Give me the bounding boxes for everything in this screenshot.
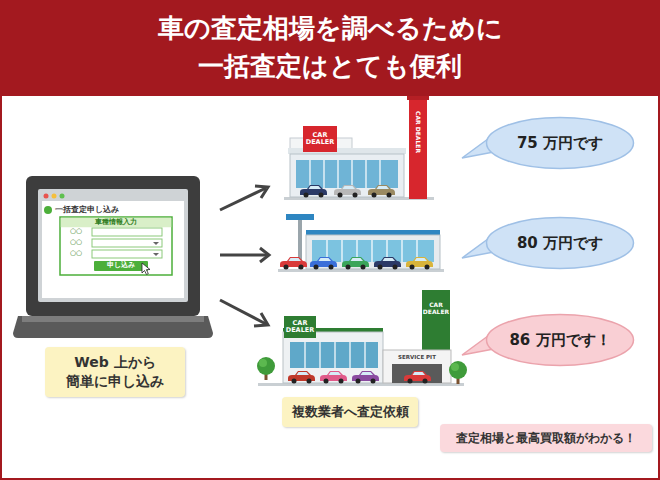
roof-band	[306, 230, 440, 235]
car	[352, 371, 379, 384]
speech-bubble: 80 万円です	[485, 216, 635, 270]
form-bullet	[44, 206, 52, 214]
price-text: 80 万円です	[517, 233, 603, 253]
button-text: 申し込み	[107, 262, 135, 270]
speech-bubble: 75 万円です	[485, 116, 635, 170]
car	[310, 257, 337, 270]
bubble-shape	[487, 218, 634, 269]
glass-mullions	[327, 240, 417, 262]
title-text: 車の査定相場を調べるために 一括査定はとても便利	[70, 10, 590, 85]
window-dot	[44, 194, 49, 199]
form-header	[61, 218, 172, 228]
speech-bubble: 86 万円です！	[485, 313, 635, 367]
arrow-line	[220, 188, 266, 210]
dealer-sign	[284, 316, 316, 338]
pole-sign-text: CAR DEALER	[423, 302, 450, 315]
form-section-title: 車種情報入力	[95, 219, 137, 227]
pole-cap	[407, 96, 429, 100]
car	[406, 257, 433, 270]
laptop-base	[13, 316, 213, 338]
car	[300, 185, 327, 198]
dropdown-arrow	[153, 242, 159, 245]
submit-button	[94, 261, 148, 271]
note-box: 複数業者へ査定依頼	[282, 397, 418, 427]
window-dot	[60, 194, 65, 199]
building-body	[290, 154, 404, 197]
input-field	[92, 228, 162, 236]
laptop-keyboard	[22, 316, 204, 322]
dropdown-arrow	[153, 253, 159, 256]
dealer-sign-text: CAR DEALER	[305, 132, 336, 146]
title-band: 車の査定相場を調べるために 一括査定はとても便利	[0, 0, 660, 96]
browser-content	[42, 201, 184, 298]
service-pit-text: SERVICE PIT	[398, 354, 436, 360]
box-text: 査定相場と最高買取額がわかる！	[448, 430, 644, 446]
field-name: ○○	[70, 250, 82, 258]
glass-front	[290, 342, 378, 368]
arrow-head	[254, 313, 268, 326]
glass-front	[296, 160, 398, 188]
field-name: ○○	[70, 228, 82, 236]
garage-opening	[392, 364, 442, 383]
price-text: 75 万円です	[517, 133, 603, 153]
note-box: 査定相場と最高買取額がわかる！	[440, 424, 652, 452]
input-field	[92, 239, 162, 247]
box-text: 複数業者へ査定依頼	[290, 403, 410, 421]
dealer-sign	[303, 126, 337, 152]
car	[368, 185, 395, 198]
car	[334, 185, 361, 198]
car	[320, 371, 347, 384]
field-name: ○○	[70, 239, 82, 247]
building-body	[283, 332, 383, 383]
window-dot	[52, 194, 57, 199]
bubble-shape	[487, 118, 634, 169]
box-text: Web 上から 簡単に申し込み	[53, 353, 177, 391]
browser-window	[38, 189, 188, 302]
dealer-sign-text: CAR DEALER	[285, 320, 315, 334]
car	[342, 257, 369, 270]
service-building	[383, 350, 451, 383]
arrow-head	[260, 248, 269, 262]
car	[374, 257, 401, 270]
building-body	[306, 235, 440, 269]
laptop-bezel	[26, 176, 200, 316]
pole-sign	[422, 290, 450, 350]
note-box: Web 上から 簡単に申し込み	[45, 347, 185, 397]
tree	[449, 361, 467, 384]
pole-sign	[409, 98, 427, 199]
car	[280, 257, 307, 270]
canopy-top	[286, 214, 314, 220]
glass-mullions	[305, 342, 365, 368]
arrow-head	[255, 186, 268, 198]
mouse-cursor	[142, 263, 150, 275]
car	[404, 371, 431, 384]
tree	[257, 357, 275, 380]
glass-mullions	[310, 160, 380, 188]
form-heading: 一括査定申し込み	[55, 206, 119, 215]
price-text: 86 万円です！	[509, 330, 610, 350]
bubble-shape	[487, 315, 634, 366]
car	[288, 371, 315, 384]
arrow-line	[220, 300, 266, 324]
arrow-line	[220, 254, 268, 257]
input-field	[92, 250, 162, 258]
pole-sign-text: CAR DEALER	[415, 111, 422, 153]
form-box	[60, 217, 172, 275]
